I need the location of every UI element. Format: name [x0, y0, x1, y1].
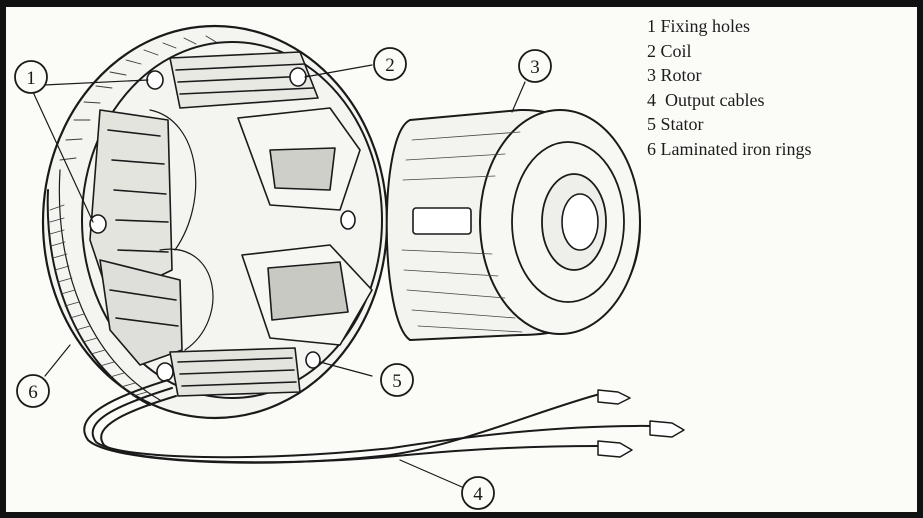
legend-num: 3: [647, 65, 656, 86]
callout-1: 1: [26, 68, 36, 89]
parts-legend: 1 Fixing holes 2 Coil 3 Rotor 4 Output c…: [647, 14, 811, 162]
legend-label: Output cables: [665, 89, 765, 110]
legend-item: 4 Output cables: [647, 88, 811, 113]
callout-5: 5: [392, 371, 402, 392]
callout-leaders: [32, 64, 526, 488]
legend-num: 4: [647, 89, 656, 110]
legend-item: 1 Fixing holes: [647, 14, 811, 39]
callout-circles: [14, 47, 552, 510]
legend-label: Coil: [660, 40, 692, 61]
fixing-holes: [89, 67, 356, 382]
legend-item: 2 Coil: [647, 39, 811, 64]
legend-label: Rotor: [660, 65, 702, 86]
legend-item: 3 Rotor: [647, 63, 811, 88]
output-cables: [83, 379, 685, 464]
callout-2: 2: [385, 55, 395, 76]
legend-num: 2: [647, 40, 656, 61]
legend-label: Laminated iron rings: [660, 138, 812, 159]
legend-label: Fixing holes: [660, 16, 751, 36]
callout-6: 6: [28, 382, 38, 403]
legend-item: 5 Stator: [647, 112, 811, 137]
callout-3: 3: [530, 57, 540, 78]
rotor: [385, 108, 641, 341]
legend-num: 6: [647, 138, 656, 159]
legend-num: 5: [647, 114, 656, 135]
legend-label: Stator: [660, 114, 704, 135]
legend-num: 1: [647, 16, 656, 36]
callout-4: 4: [473, 484, 483, 505]
stator-coils: [89, 51, 373, 397]
legend-item: 6 Laminated iron rings: [647, 137, 811, 162]
